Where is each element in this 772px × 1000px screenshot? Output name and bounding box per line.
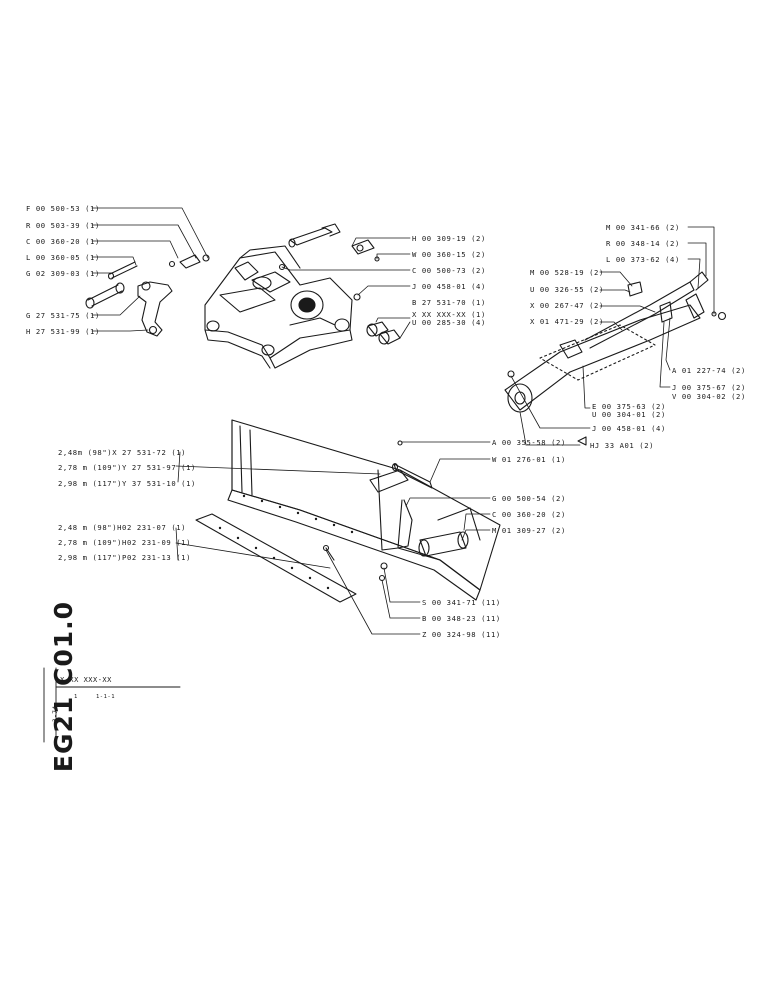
part-label: A 01 227-74 (2)	[672, 366, 746, 375]
part-label: W 00 360-15 (2)	[412, 250, 486, 259]
part-label: S 00 341-71 (11)	[422, 598, 501, 607]
part-label: U 00 326-55 (2)	[530, 285, 604, 294]
title-block-row: 1-1-1	[96, 694, 116, 700]
part-label: M 01 309-27 (2)	[492, 526, 566, 535]
part-label: J 00 458-01 (4)	[592, 424, 666, 433]
leader-lines	[91, 207, 715, 635]
part-label: R 00 348-14 (2)	[606, 239, 680, 248]
part-label: X 01 471-29 (2)	[530, 317, 604, 326]
part-label: M 00 528-19 (2)	[530, 268, 604, 277]
title-block-frame	[43, 667, 181, 743]
title-block-row: 1	[74, 694, 78, 700]
part-label: C 00 500-73 (2)	[412, 266, 486, 275]
blade-pins	[322, 440, 433, 582]
part-label: B 27 531-70 (1)	[412, 298, 486, 307]
part-label: J 00 458-01 (4)	[412, 282, 486, 291]
part-label: 2,98 m (117")Y 37 531-10 (1)	[58, 479, 196, 488]
part-label: A 00 355-58 (2)	[492, 438, 566, 447]
part-label: X XX XXX-XX (1)	[412, 310, 486, 319]
part-label: 2,78 m (109")Y 27 531-97 (1)	[58, 463, 196, 472]
part-label: L 00 360-05 (1)	[26, 253, 100, 262]
bushings	[353, 293, 401, 345]
part-label: H 00 309-19 (2)	[412, 234, 486, 243]
part-label: V 00 304-02 (2)	[672, 392, 746, 401]
part-label: B 00 348-23 (11)	[422, 614, 501, 623]
part-label: J 00 375-67 (2)	[672, 383, 746, 392]
cutting-edge	[195, 513, 357, 603]
document-code: EG21 C01.0	[49, 600, 79, 773]
part-label: R 00 503-39 (1)	[26, 221, 100, 230]
part-label: X 00 267-47 (2)	[530, 301, 604, 310]
dozer-blade	[227, 419, 501, 601]
part-label: G 00 500-54 (2)	[492, 494, 566, 503]
part-label: F 00 500-53 (1)	[26, 204, 100, 213]
part-label: C 00 360-20 (2)	[492, 510, 566, 519]
part-label: U 00 285-30 (4)	[412, 318, 486, 327]
part-label: E 00 375-63 (2)	[592, 402, 666, 411]
part-label: W 01 276-01 (1)	[492, 455, 566, 464]
part-label: Z 00 324-98 (11)	[422, 630, 501, 639]
part-label: G 27 531-75 (1)	[26, 311, 100, 320]
title-block-note: 3-74	[52, 705, 59, 722]
part-label: HJ 33 A01 (2)	[590, 441, 655, 450]
push-frame	[204, 245, 353, 369]
part-label: H 27 531-99 (1)	[26, 327, 100, 336]
part-label: 2,48m (98")X 27 531-72 (1)	[58, 448, 187, 457]
part-label: C 00 360-20 (1)	[26, 237, 100, 246]
part-label: 2,78 m (109")H02 231-09 (1)	[58, 538, 192, 547]
part-label: 2,48 m (98")H02 231-07 (1)	[58, 523, 187, 532]
hydraulic-cylinder	[504, 271, 727, 413]
link-arm	[85, 254, 210, 337]
part-label: M 00 341-66 (2)	[606, 223, 680, 232]
part-label: U 00 304-01 (2)	[592, 410, 666, 419]
part-label: 2,98 m (117")P02 231-13 (1)	[58, 553, 192, 562]
title-block-ref: X XX XXX-XX	[60, 676, 112, 684]
part-label: L 00 373-62 (4)	[606, 255, 680, 264]
part-label: G 02 309-03 (1)	[26, 269, 100, 278]
top-pin	[278, 223, 380, 271]
